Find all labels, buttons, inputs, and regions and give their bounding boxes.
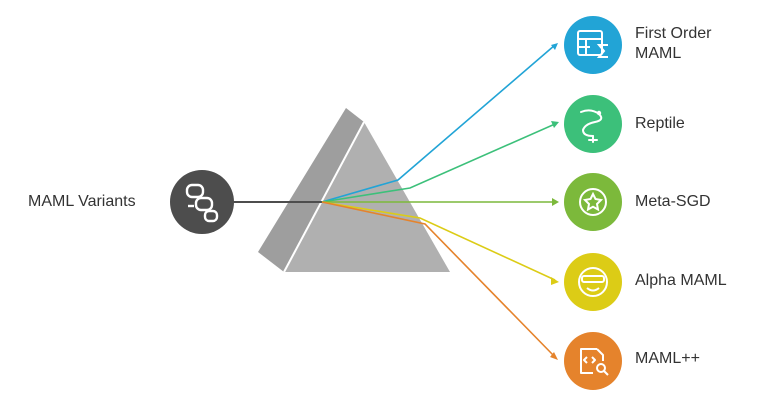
- output-label-meta-sgd: Meta-SGD: [635, 193, 711, 210]
- output-rays: [321, 43, 559, 360]
- output-label-maml-plus-plus: MAML++: [635, 350, 700, 367]
- ray-alpha-maml: [321, 201, 556, 281]
- output-label-line: MAML: [635, 45, 682, 62]
- prism: [258, 108, 450, 273]
- ray-reptile-arrowhead: [551, 121, 559, 128]
- output-label-reptile: Reptile: [635, 115, 685, 132]
- smiley-glasses-icon: [578, 267, 608, 297]
- reptile-icon: [580, 109, 603, 143]
- node-alpha-maml: [564, 253, 622, 311]
- source-label: MAML Variants: [28, 193, 136, 210]
- flow-steps-icon: [185, 183, 219, 223]
- prism-back-face: [258, 108, 364, 272]
- node-meta-sgd: [564, 173, 622, 231]
- source-node: [170, 170, 234, 234]
- target-star-icon: [579, 188, 607, 216]
- ray-meta-sgd-arrowhead: [552, 198, 559, 206]
- node-reptile: [564, 95, 622, 153]
- output-label-line: First Order: [635, 25, 712, 42]
- table-sigma-icon: [577, 30, 608, 58]
- node-maml-plus-plus: [564, 332, 622, 390]
- ray-first-order-maml-arrowhead: [551, 43, 558, 50]
- ray-alpha-maml-arrowhead: [551, 277, 559, 285]
- prism-front-face: [284, 122, 450, 272]
- ray-maml-plus-plus-arrowhead: [550, 352, 558, 360]
- prism-edge: [283, 121, 365, 273]
- ray-reptile: [321, 123, 556, 203]
- output-label-first-order-maml: First Order MAML: [635, 24, 711, 64]
- ray-first-order-maml: [321, 44, 556, 203]
- output-label-alpha-maml: Alpha MAML: [635, 272, 727, 289]
- ray-maml-plus-plus: [321, 201, 556, 358]
- code-file-search-icon: [580, 348, 609, 376]
- node-first-order-maml: [564, 16, 622, 74]
